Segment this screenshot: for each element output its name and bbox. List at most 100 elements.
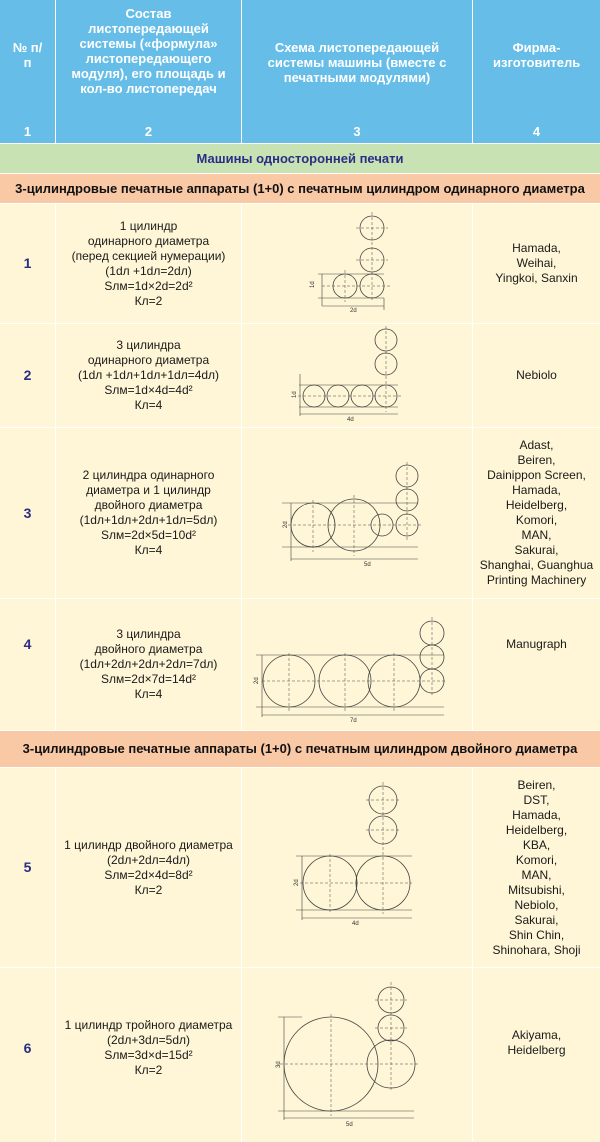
desc-line: двойного диаметра	[94, 498, 203, 512]
manufacturer: Komori,	[515, 852, 558, 867]
header-col-number-index: 1	[23, 124, 32, 139]
column-divider	[241, 0, 242, 143]
formula: (1dл+2dл+2dл+2dл=7dл)	[79, 657, 218, 671]
column-divider	[241, 203, 242, 730]
area: Sлм=1d×4d=4d²	[104, 383, 193, 397]
dimension-label: 2d	[350, 308, 357, 314]
manufacturer: Mitsubishi,	[508, 882, 565, 897]
row-manufacturers: Adast, Beiren, Dainippon Screen, Hamada,…	[473, 428, 600, 598]
row-divider	[0, 173, 600, 174]
scheme-diagram: 2d 5d	[282, 462, 422, 568]
scheme-diagram: 1d 4d	[292, 326, 402, 423]
row-composition: 3 цилиндра двойного диаметра (1dл+2dл+2d…	[56, 599, 241, 730]
dimension-label: 2d	[294, 879, 300, 886]
manufacturer: Hamada,	[512, 241, 561, 255]
desc-line: 2 цилиндра одинарного	[82, 468, 215, 482]
column-divider	[55, 0, 56, 143]
row-divider	[0, 323, 600, 324]
manufacturer: Hamada,	[512, 483, 561, 497]
manufacturer: Dainippon Screen,	[487, 468, 586, 482]
dimension-label: 5d	[364, 562, 371, 568]
row-composition: 1 цилиндр одинарного диаметра (перед сек…	[56, 204, 241, 323]
scheme-diagram: 3d 5d	[276, 982, 418, 1128]
header-col-scheme: Схема листопередающей системы машины (вм…	[242, 0, 472, 143]
header-col-scheme-label: Схема листопередающей системы машины (вм…	[267, 40, 447, 85]
desc-line: двойного диаметра	[94, 642, 203, 656]
formula: (2dл+3dл=5dл)	[106, 1033, 191, 1047]
dimension-label: 2d	[283, 521, 289, 528]
transfer-count: Кл=2	[134, 1063, 163, 1077]
row-manufacturers: Hamada, Weihai, Yingkoi, Sanxin	[473, 204, 600, 323]
scheme-diagram: 2d 4d	[294, 782, 412, 927]
header-col-number-label: № п/п	[12, 40, 43, 70]
area: Sлм=3d×d=15d²	[104, 1048, 193, 1062]
row-composition: 1 цилиндр двойного диаметра (2dл+2dл=4dл…	[56, 768, 241, 967]
column-divider	[472, 767, 473, 1142]
row-number: 1	[23, 255, 32, 271]
dimension-label: 1d	[292, 391, 298, 398]
header-col-manufacturer-label: Фирма-изготовитель	[493, 40, 581, 70]
column-divider	[472, 0, 473, 143]
dimension-label: 7d	[350, 718, 357, 724]
desc-line: диаметра и 1 цилиндр	[86, 483, 211, 497]
scheme-diagram: 1d 2d	[310, 212, 390, 314]
scheme-diagram: 2d 7d	[254, 617, 446, 724]
column-divider	[472, 203, 473, 730]
area: Sлм=2d×5d=10d²	[101, 528, 196, 542]
row-divider	[0, 967, 600, 968]
manufacturer: Beiren,	[517, 453, 556, 467]
row-manufacturers: Akiyama, Heidelberg	[473, 968, 600, 1118]
transfer-count: Кл=4	[134, 543, 163, 557]
header-col-number: № п/п 1	[0, 0, 55, 143]
column-divider	[55, 767, 56, 1142]
formula: (1dл+1dл+2dл+1dл=5dл)	[79, 513, 218, 527]
manufacturer: MAN,	[521, 528, 552, 542]
header-col-manufacturer-index: 4	[532, 124, 541, 139]
transfer-count: Кл=4	[134, 398, 163, 412]
row-number: 5	[23, 859, 32, 875]
desc-line: (перед секцией нумерации)	[71, 248, 226, 263]
manufacturer: Shinohara, Shoji	[492, 942, 581, 957]
row-number: 2	[23, 367, 32, 383]
transfer-count: Кл=2	[134, 882, 163, 897]
manufacturer: Yingkoi, Sanxin	[495, 271, 578, 285]
desc-line: 1 цилиндр двойного диаметра	[64, 837, 233, 852]
row-divider	[0, 143, 600, 144]
header-col-composition-label: Состав листопередающей системы («формула…	[71, 6, 226, 96]
manufacturer: Heidelberg,	[505, 822, 568, 837]
row-divider	[0, 203, 600, 204]
dimension-label: 2d	[254, 677, 260, 684]
column-divider	[241, 767, 242, 1142]
dimension-label: 4d	[352, 921, 359, 927]
manufacturer: Akiyama,	[511, 1028, 562, 1042]
transfer-count: Кл=2	[134, 293, 163, 308]
section-title: Машины односторонней печати	[0, 144, 600, 173]
manufacturer: DST,	[523, 792, 550, 807]
manufacturer: Manugraph	[506, 636, 567, 651]
manufacturer: KBA,	[522, 837, 551, 852]
manufacturer: Nebiolo	[516, 368, 557, 382]
desc-line: 1 цилиндр тройного диаметра	[64, 1018, 233, 1032]
dimension-label: 3d	[276, 1061, 282, 1068]
row-manufacturers: Nebiolo	[473, 324, 600, 427]
manufacturer: Sakurai,	[514, 912, 559, 927]
row-divider	[0, 767, 600, 768]
desc-line: 1 цилиндр	[119, 218, 178, 233]
desc-line: одинарного диаметра	[87, 233, 210, 248]
desc-line: 3 цилиндра	[116, 627, 181, 641]
formula: (2dл+2dл=4dл)	[106, 852, 191, 867]
manufacturer: Weihai,	[516, 256, 557, 270]
row-divider	[0, 598, 600, 599]
manufacturer: Beiren,	[517, 777, 556, 792]
manufacturer: Nebiolo,	[514, 897, 559, 912]
row-number: 3	[23, 504, 32, 521]
manufacturer: Shanghai, Guanghua	[479, 558, 594, 572]
manufacturer: Hamada,	[512, 807, 561, 822]
manufacturer: Shin Chin,	[508, 927, 565, 942]
area: Sлм=1d×2d=2d²	[104, 278, 193, 293]
header-col-composition-index: 2	[144, 124, 153, 139]
transfer-count: Кл=4	[134, 687, 163, 701]
subsection-title-single: 3-цилиндровые печатные аппараты (1+0) с …	[0, 174, 600, 203]
row-composition: 1 цилиндр тройного диаметра (2dл+3dл=5dл…	[56, 968, 241, 1128]
column-divider	[55, 203, 56, 730]
